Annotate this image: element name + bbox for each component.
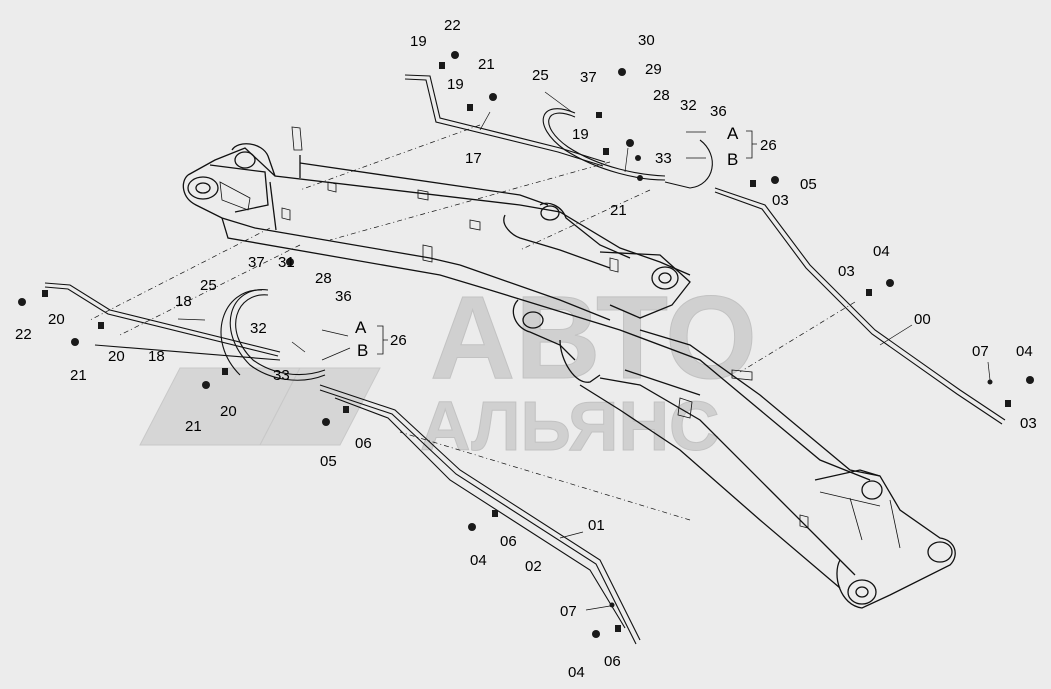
label-a-top: A <box>727 124 739 143</box>
label-21-right: 21 <box>610 202 627 219</box>
label-30: 30 <box>638 32 655 49</box>
label-25-top: 25 <box>532 67 549 84</box>
label-18-b: 18 <box>148 348 165 365</box>
label-01: 01 <box>588 517 605 534</box>
label-04-far-right: 04 <box>1016 343 1033 360</box>
label-a-left: A <box>355 318 367 337</box>
hose-25-left <box>220 289 326 381</box>
label-04-bottom-2: 04 <box>568 664 585 681</box>
label-21-top: 21 <box>478 56 495 73</box>
label-29: 29 <box>645 61 662 78</box>
label-17: 17 <box>465 150 482 167</box>
label-b-top: B <box>727 150 738 169</box>
pipe-01-02 <box>319 384 641 645</box>
label-20-left-3: 20 <box>220 403 237 420</box>
bracket-26-top <box>746 130 757 159</box>
label-19-mid: 19 <box>447 76 464 93</box>
label-36-top: 36 <box>710 103 727 120</box>
label-25-left: 25 <box>200 277 217 294</box>
label-37-left: 37 <box>248 254 265 271</box>
pipe-18 <box>44 282 281 361</box>
label-33-top: 33 <box>655 150 672 167</box>
label-06-bottom-2: 06 <box>604 653 621 670</box>
watermark-line1: АВТО <box>430 272 757 404</box>
pipe-00 <box>714 187 1006 425</box>
label-04-right: 04 <box>873 243 890 260</box>
label-37-top: 37 <box>580 69 597 86</box>
label-00: 00 <box>914 311 931 328</box>
label-33-left: 33 <box>273 367 290 384</box>
label-03-far-right: 03 <box>1020 415 1037 432</box>
label-20-left-1: 20 <box>48 311 65 328</box>
bolts <box>18 51 1034 638</box>
label-02: 02 <box>525 558 542 575</box>
label-21-left-2: 21 <box>185 418 202 435</box>
pipe-17 <box>404 74 606 167</box>
label-19-top: 19 <box>410 33 427 50</box>
label-04-bottom: 04 <box>470 552 487 569</box>
label-20-left-2: 20 <box>108 348 125 365</box>
label-32-top: 32 <box>680 97 697 114</box>
label-22-top: 22 <box>444 17 461 34</box>
label-28-left: 28 <box>315 270 332 287</box>
label-36-left: 36 <box>335 288 352 305</box>
label-32-left: 32 <box>250 320 267 337</box>
label-21-left-1: 21 <box>70 367 87 384</box>
label-07-bottom: 07 <box>560 603 577 620</box>
label-26-left: 26 <box>390 332 407 349</box>
reference-lines <box>89 124 856 521</box>
excavator-boom <box>182 126 956 609</box>
label-28-top: 28 <box>653 87 670 104</box>
label-03-top: 03 <box>772 192 789 209</box>
label-05-left: 05 <box>320 453 337 470</box>
label-06-left: 06 <box>355 435 372 452</box>
watermark-logo <box>139 367 381 446</box>
label-06-bottom: 06 <box>500 533 517 550</box>
label-22-left: 22 <box>15 326 32 343</box>
part-labels: 22 19 21 19 17 25 37 30 29 28 32 36 19 2… <box>15 17 1037 681</box>
leader-lines <box>177 91 991 611</box>
watermark-line2: АЛЬЯНС <box>420 387 720 465</box>
label-26-top: 26 <box>760 137 777 154</box>
watermark: АВТО АЛЬЯНС <box>139 272 757 466</box>
label-07-right: 07 <box>972 343 989 360</box>
label-18-a: 18 <box>175 293 192 310</box>
bracket-26-left <box>377 325 388 355</box>
label-19-right: 19 <box>572 126 589 143</box>
label-05-top: 05 <box>800 176 817 193</box>
label-31: 31 <box>278 254 295 271</box>
label-03-right: 03 <box>838 263 855 280</box>
label-b-left: B <box>357 341 368 360</box>
